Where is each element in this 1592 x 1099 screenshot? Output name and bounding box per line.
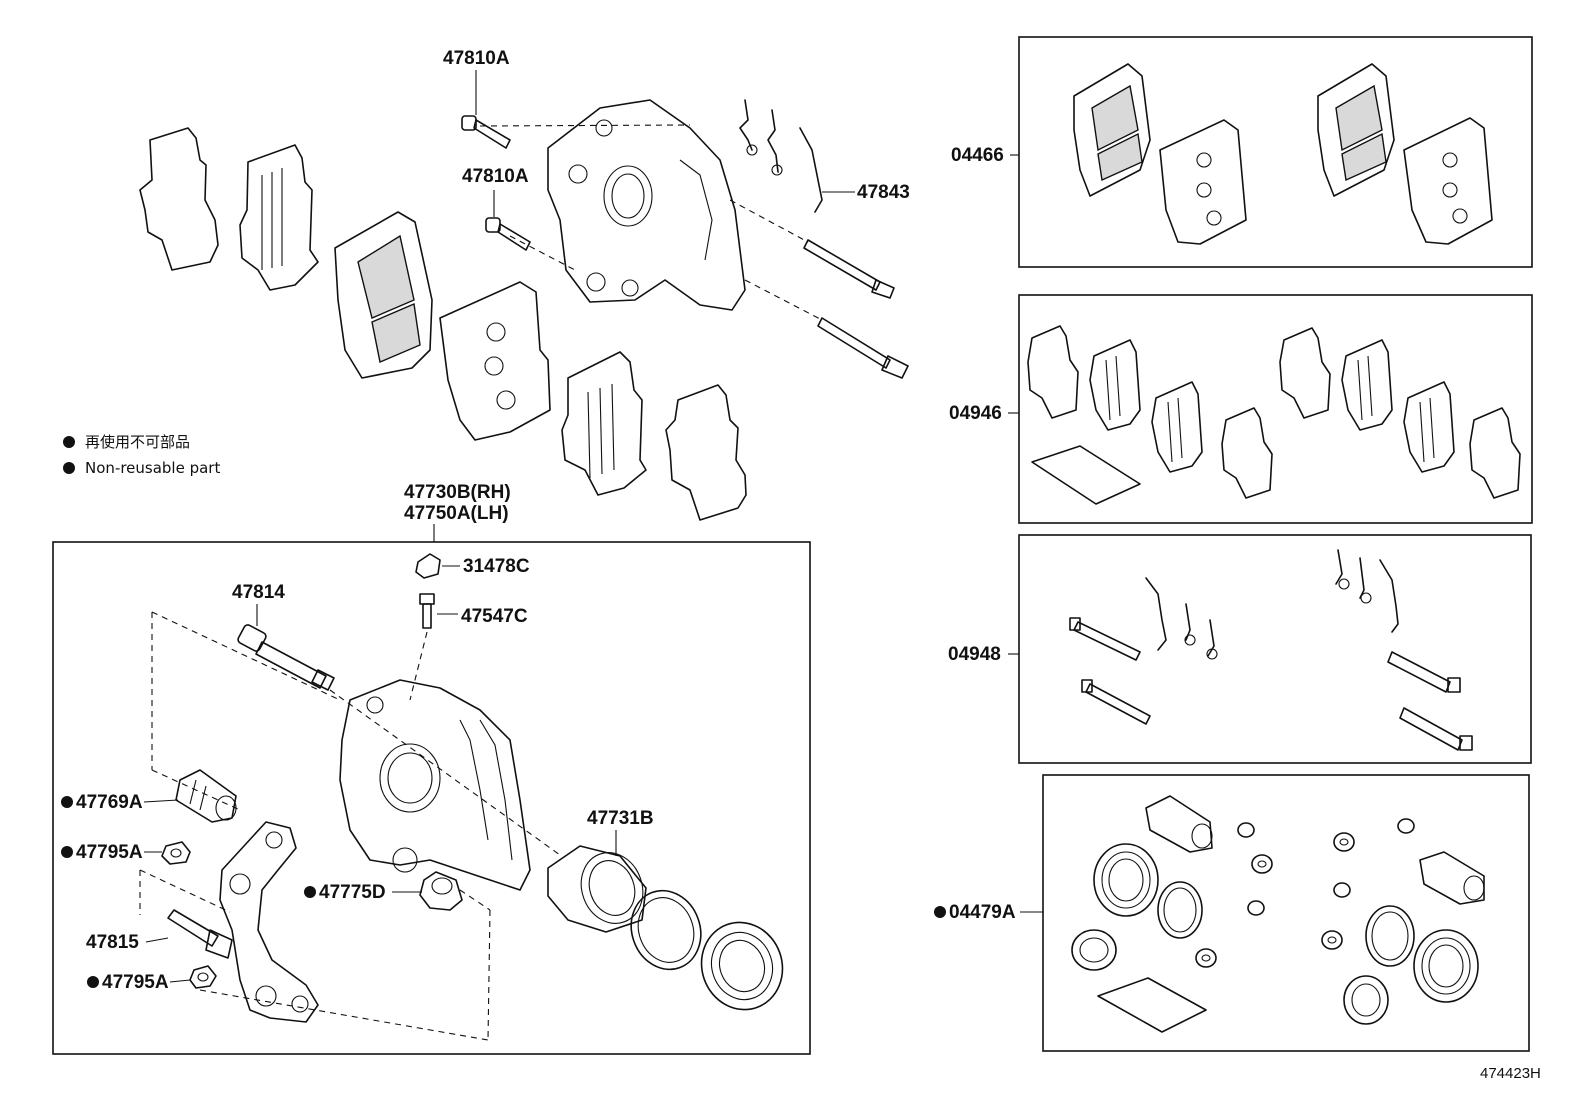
label-04946: 04946: [949, 403, 1002, 424]
legend-text-jp: 再使用不可部品: [85, 433, 190, 451]
label-47815: 47815: [86, 932, 139, 953]
kit-04948-springs-2: [1335, 549, 1372, 604]
caliper-bracket: [219, 821, 319, 1023]
clip-47843: [799, 127, 823, 213]
caliper-assembly-box: [52, 541, 811, 1055]
label-47730b-rh: 47730B(RH): [404, 482, 511, 503]
kit-04948-clip-1: [1145, 577, 1167, 651]
kit-04946-shim-8: [1469, 407, 1521, 499]
kit-04479a-boot-3: [1419, 851, 1485, 905]
label-04948: 04948: [948, 644, 1001, 665]
top-exploded-view: 47810A 47810A 47843: [139, 48, 910, 521]
kit-04466-pad-outer-1: [1159, 119, 1247, 245]
kit-04479a-seal-1: [1157, 881, 1203, 939]
label-04466: 04466: [951, 145, 1004, 166]
caliper-assembly-group: 47730B(RH) 47750A(LH) 31478C 47547C 4781…: [52, 482, 811, 1055]
kit-04948-springs-1: [1184, 603, 1218, 660]
kit-04946-grease-packet: [1031, 445, 1141, 505]
kit-04479a-boot-2: [1071, 929, 1117, 971]
kit-04946-shim-5: [1279, 327, 1331, 419]
kit-04479a-small-parts-left: [1195, 822, 1273, 968]
guide-pin-47814: [237, 624, 335, 691]
label-47814: 47814: [232, 582, 285, 603]
kit-04946-shim-1: [1027, 325, 1079, 419]
label-47810a-lower: 47810A: [462, 166, 529, 187]
guide-pin-lower: [817, 317, 909, 379]
diagram-code: 474423H: [1480, 1065, 1541, 1082]
kit-04946-shim-7: [1403, 381, 1455, 473]
boot-47775d: [419, 871, 463, 911]
legend: 再使用不可部品 Non-reusable part: [63, 433, 220, 477]
label-47795a-lower: 47795A: [102, 972, 169, 993]
piston-47731b: [547, 845, 647, 933]
kit-04946-shim-4: [1221, 407, 1273, 499]
bolt-47810a-upper: [461, 115, 511, 149]
kit-04479a-boot-1: [1145, 795, 1213, 853]
kit-04466-box: [1018, 36, 1533, 268]
kit-04466-group: 04466: [951, 36, 1533, 268]
kit-04479a-box: [1042, 774, 1530, 1052]
legend-text-en: Non-reusable part: [85, 459, 220, 477]
label-47843: 47843: [857, 182, 910, 203]
kit-04948-group: 04948: [948, 534, 1532, 764]
bolt-47810a-lower: [485, 217, 531, 251]
kit-04948-pin-2: [1081, 679, 1151, 725]
label-47810a-upper: 47810A: [443, 48, 510, 69]
shim-plate-right: [561, 351, 647, 496]
kit-04946-shim-2: [1089, 339, 1141, 431]
label-47547c: 47547C: [461, 606, 528, 627]
kit-04479a-grease-packet: [1097, 977, 1207, 1033]
kit-04479a-small-parts-right: [1321, 818, 1415, 950]
kit-04946-shim-3: [1151, 381, 1203, 473]
caliper-body-top: [547, 99, 746, 311]
kit-04479a-seal-2: [1365, 905, 1415, 967]
label-31478c: 31478C: [463, 556, 530, 577]
dust-boot: [700, 921, 784, 1011]
kit-04948-pin-4: [1399, 707, 1473, 751]
label-04479a: 04479A: [949, 902, 1016, 923]
kit-04946-box: [1018, 294, 1533, 524]
spring-clips: [739, 99, 783, 176]
shim-plate-left: [239, 144, 319, 291]
caliper-body: [339, 679, 531, 891]
brake-pad-inner: [334, 211, 433, 379]
label-47795a-upper: 47795A: [76, 842, 143, 863]
boot-47769a: [175, 769, 237, 823]
ring-47795a-lower: [189, 965, 217, 989]
guide-pin-upper: [803, 239, 895, 299]
kit-04466-pad-inner-2: [1317, 63, 1395, 197]
kit-04466-pad-outer-2: [1403, 117, 1493, 245]
kit-04948-clip-2: [1379, 559, 1399, 633]
anti-squeal-shim-left: [139, 127, 219, 271]
piston-seal: [630, 889, 702, 971]
kit-04946-group: 04946: [949, 294, 1533, 524]
label-47769a: 47769A: [76, 792, 143, 813]
kit-04479a-dust-boot-1: [1093, 843, 1159, 917]
guide-pin-47815: [167, 909, 233, 959]
ring-47795a-upper: [161, 841, 191, 865]
label-47750a-lh: 47750A(LH): [404, 503, 509, 524]
bleeder-cap: [415, 553, 441, 579]
kit-04948-pin-1: [1069, 617, 1141, 661]
label-47731b: 47731B: [587, 808, 654, 829]
kit-04479a-boot-4: [1343, 975, 1389, 1025]
bleeder-valve: [419, 593, 435, 629]
kit-04948-box: [1018, 534, 1532, 764]
kit-04479a-dust-boot-2: [1413, 929, 1479, 1003]
anti-squeal-shim-right: [665, 384, 747, 521]
label-47775d: 47775D: [319, 882, 386, 903]
brake-pad-outer: [439, 281, 551, 441]
kit-04466-pad-inner-1: [1073, 63, 1151, 197]
kit-04479a-group: 04479A: [934, 774, 1530, 1052]
kit-04946-shim-6: [1341, 339, 1393, 431]
kit-04948-pin-3: [1387, 651, 1461, 693]
